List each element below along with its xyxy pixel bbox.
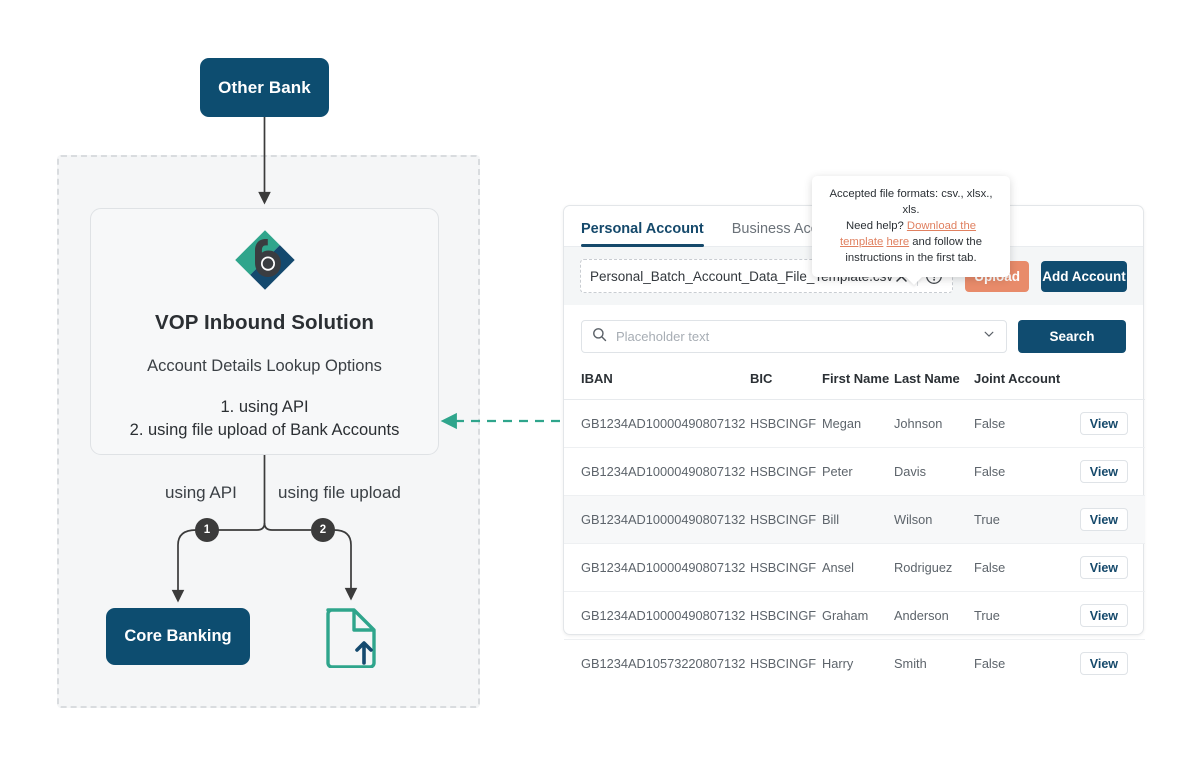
- column-header-bic: BIC: [750, 365, 822, 400]
- search-row: Placeholder text Search: [564, 305, 1143, 365]
- branch-label-api: using API: [165, 483, 237, 502]
- core-banking-node[interactable]: Core Banking: [106, 608, 250, 665]
- tab-personal-account[interactable]: Personal Account: [581, 221, 704, 247]
- cell-first-name: Bill: [822, 495, 894, 544]
- cell-bic: HSBCINGF: [750, 447, 822, 496]
- chevron-down-icon[interactable]: [982, 327, 996, 346]
- branch-label-file-upload: using file upload: [278, 483, 401, 502]
- cell-actions: View: [1064, 591, 1145, 640]
- cell-bic: HSBCINGF: [750, 399, 822, 448]
- cell-actions: View: [1064, 447, 1145, 496]
- vop-title: VOP Inbound Solution: [154, 311, 375, 334]
- cell-last-name: Wilson: [894, 495, 974, 544]
- cell-iban: GB1234AD10573220807132: [581, 656, 746, 671]
- column-header-actions: [1064, 365, 1145, 400]
- cell-first-name: Ansel: [822, 543, 894, 592]
- file-upload-icon: [322, 605, 380, 669]
- cell-last-name: Johnson: [894, 399, 974, 448]
- cell-bic: HSBCINGF: [750, 495, 822, 544]
- cell-bic: HSBCINGF: [750, 656, 817, 671]
- cell-joint-account: False: [974, 399, 1064, 448]
- cell-actions: View: [1064, 640, 1145, 688]
- cell-iban: GB1234AD10000490807132: [564, 399, 750, 448]
- add-account-button[interactable]: Add Account: [1041, 260, 1127, 292]
- cell-last-name: Rodriguez: [894, 543, 974, 592]
- cell-actions: View: [1064, 495, 1145, 544]
- cell-bic: HSBCINGF: [750, 543, 822, 592]
- tooltip-line-1: Accepted file formats: csv., xlsx., xls.: [829, 188, 993, 216]
- search-input[interactable]: Placeholder text: [581, 320, 1007, 353]
- download-template-link[interactable]: Download the template: [840, 220, 977, 248]
- other-bank-label: Other Bank: [218, 77, 311, 97]
- tooltip-suffix: and follow the instructions in the first…: [845, 236, 982, 264]
- vop-inbound-solution-card[interactable]: VOP Inbound Solution Account Details Loo…: [90, 208, 439, 455]
- step-badge-1-label: 1: [203, 524, 211, 536]
- cell-joint-account: True: [974, 591, 1064, 640]
- cell-last-name: Anderson: [894, 591, 974, 640]
- vop-option-2: 2. using file upload of Bank Accounts: [129, 421, 400, 439]
- accounts-table: IBAN BIC First Name Last Name Joint Acco…: [564, 365, 1145, 687]
- table-header-row: IBAN BIC First Name Last Name Joint Acco…: [564, 365, 1145, 400]
- cell-last-name: Davis: [894, 447, 974, 496]
- search-placeholder: Placeholder text: [616, 329, 710, 344]
- table-row: GB1234AD10573220807132 HSBCINGF Harry Smith…: [564, 640, 1145, 688]
- step-badge-1: 1: [195, 518, 219, 542]
- cell-iban: GB1234AD10000490807132: [564, 447, 750, 496]
- cell-first-name: Megan: [822, 399, 894, 448]
- cell-joint-account: False: [974, 656, 1006, 671]
- tab-personal-account-label: Personal Account: [581, 221, 704, 237]
- core-banking-label: Core Banking: [124, 627, 232, 645]
- cell-first-name: Peter: [822, 447, 894, 496]
- step-badge-2-label: 2: [319, 524, 327, 536]
- step-badge-2: 2: [311, 518, 335, 542]
- view-button[interactable]: View: [1079, 556, 1128, 579]
- cell-joint-account: False: [974, 447, 1064, 496]
- column-header-first-name: First Name: [822, 365, 894, 400]
- view-button[interactable]: View: [1079, 508, 1128, 531]
- view-button[interactable]: View: [1079, 604, 1128, 627]
- tooltip-prefix: Need help?: [845, 220, 907, 232]
- search-button[interactable]: Search: [1018, 320, 1126, 353]
- cell-last-name: Smith: [894, 656, 927, 671]
- bankingly-b-logo-icon: [234, 229, 296, 291]
- accounts-table-head: IBAN BIC First Name Last Name Joint Acco…: [564, 365, 1145, 400]
- search-icon: [592, 327, 607, 347]
- cell-bic: HSBCINGF: [750, 591, 822, 640]
- column-header-last-name: Last Name: [894, 365, 974, 400]
- vop-subtitle: Account Details Lookup Options: [147, 357, 382, 375]
- cell-actions: View: [1064, 543, 1145, 592]
- view-button[interactable]: View: [1079, 460, 1128, 483]
- cell-iban: GB1234AD10000490807132: [564, 543, 750, 592]
- view-button[interactable]: View: [1079, 652, 1128, 675]
- view-button[interactable]: View: [1079, 412, 1128, 435]
- cell-actions: View: [1064, 399, 1145, 448]
- cell-joint-account: True: [974, 495, 1064, 544]
- column-header-joint-account: Joint Account: [974, 365, 1064, 400]
- cell-first-name: Graham: [822, 591, 894, 640]
- cell-iban: GB1234AD10000490807132: [564, 495, 750, 544]
- vop-option-1: 1. using API: [220, 398, 309, 416]
- other-bank-node[interactable]: Other Bank: [200, 58, 329, 117]
- cell-iban: GB1234AD10000490807132: [564, 591, 750, 640]
- download-here-link[interactable]: here: [886, 236, 910, 248]
- column-header-iban: IBAN: [564, 365, 750, 400]
- cell-joint-account: False: [974, 543, 1064, 592]
- cell-first-name: Harry: [822, 656, 854, 671]
- tooltip-line-2: Need help? Download the template here an…: [824, 218, 998, 266]
- file-format-tooltip: Accepted file formats: csv., xlsx., xls.…: [812, 176, 1010, 277]
